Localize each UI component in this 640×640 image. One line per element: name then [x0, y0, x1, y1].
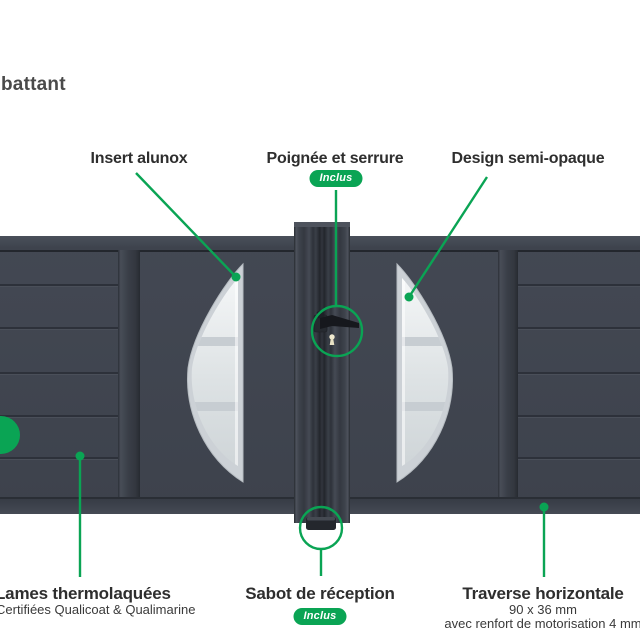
callout-label-poignee-serrure: Poignée et serrure: [266, 150, 404, 167]
lens-bar: [401, 337, 449, 346]
callout-note-traverse: avec renfort de motorisation 4 mm: [444, 616, 640, 631]
callout-dim-traverse: 90 x 36 mm: [509, 602, 577, 617]
gate-slat-line: [0, 372, 119, 375]
lens-bar: [401, 402, 449, 411]
gate-stile-right-leaf: [498, 250, 518, 497]
gate-slat-line: [518, 327, 640, 330]
lens-glass: [191, 278, 238, 466]
lens-bar: [191, 337, 239, 346]
gate-slat-line: [518, 284, 640, 287]
lens-glass: [402, 278, 449, 466]
gate-stile-left-leaf: [118, 250, 140, 497]
callout-label-lames: Lames thermolaquées: [0, 584, 171, 603]
inclus-badge-poignee: Inclus: [309, 170, 363, 187]
page-title: battant: [1, 74, 66, 95]
callout-label-sabot: Sabot de réception: [245, 584, 395, 603]
gate-slat-line: [0, 415, 119, 418]
gate-slat-line: [0, 457, 119, 460]
gate-slat-line: [0, 284, 119, 287]
gate-center-post: [294, 222, 350, 523]
gate-slat-line: [518, 415, 640, 418]
gate-slat-line: [518, 372, 640, 375]
inclus-badge-sabot: Inclus: [293, 608, 347, 625]
callout-label-traverse: Traverse horizontale: [462, 584, 624, 603]
semi-opaque-insert-left: [187, 262, 244, 483]
gate-slat-line: [518, 457, 640, 460]
lens-bar: [191, 402, 239, 411]
callout-sub-lames: Certifiées Qualicoat & Qualimarine: [0, 602, 196, 617]
gate-slat-line: [0, 327, 119, 330]
semi-opaque-insert-right: [396, 262, 453, 483]
callout-label-design-semi-opaque: Design semi-opaque: [451, 150, 605, 167]
callout-label-insert-alunox: Insert alunox: [90, 150, 188, 167]
